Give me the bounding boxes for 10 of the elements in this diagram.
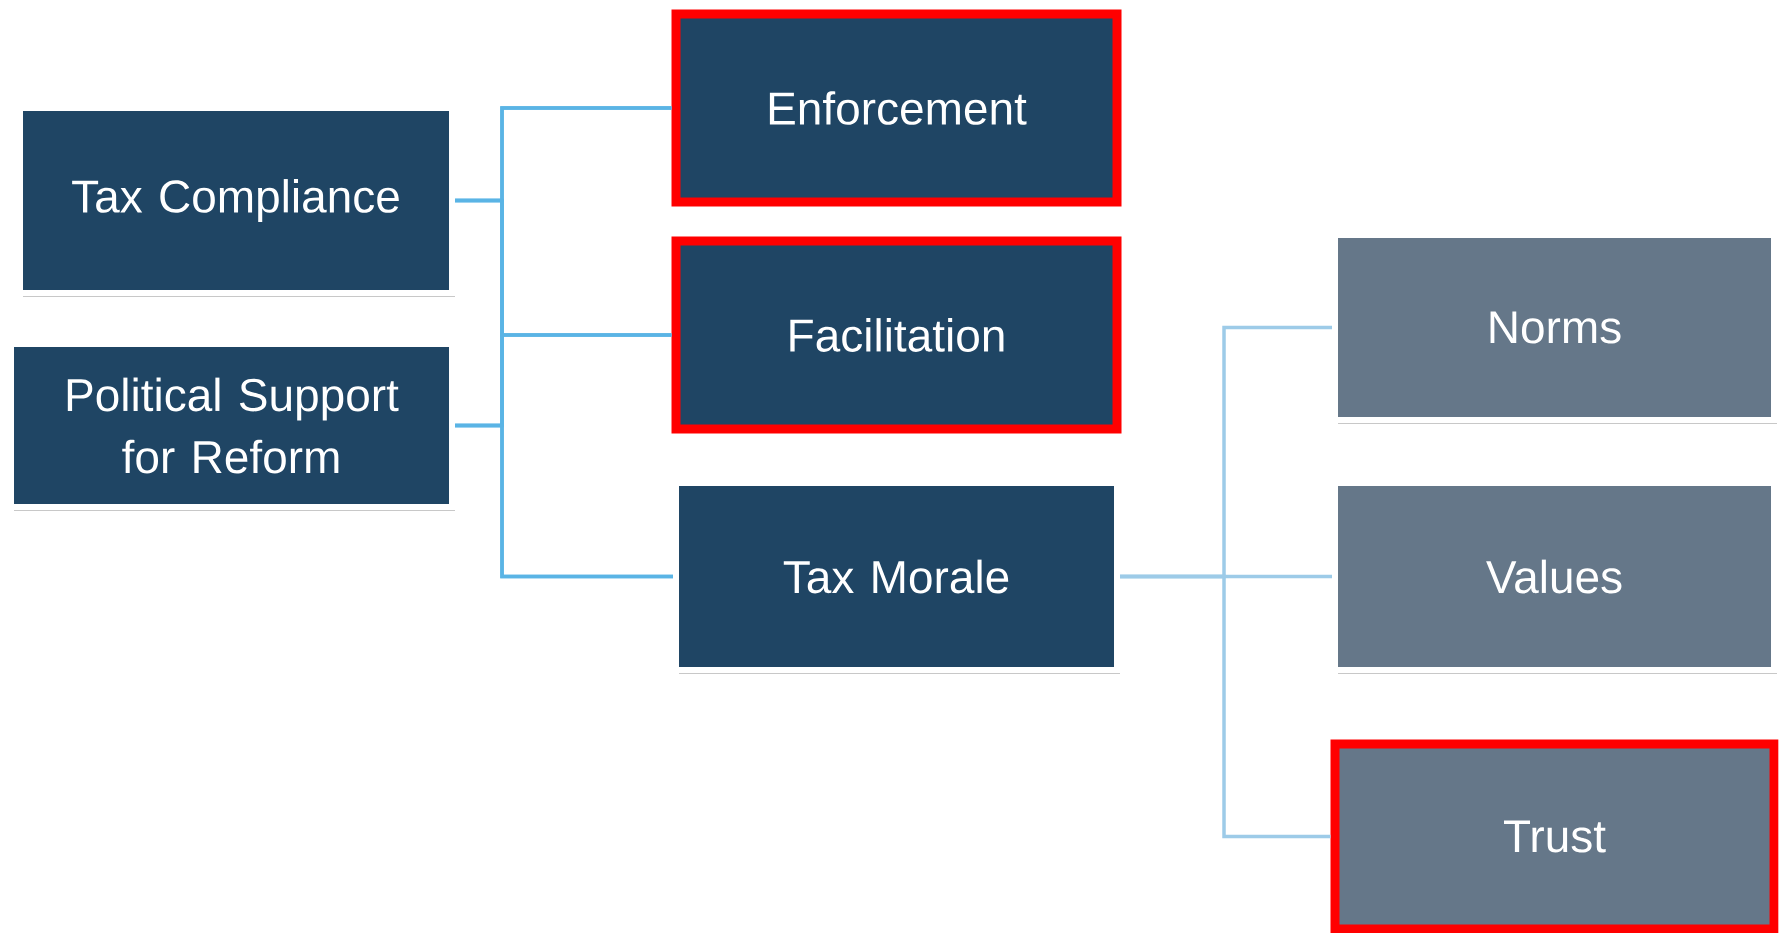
concept-box: Tax Morale — [673, 480, 1120, 673]
highlighted-box: Enforcement — [671, 9, 1122, 207]
concept-box: Political Support for Reform — [8, 341, 455, 510]
connector-line — [455, 423, 673, 579]
concept-box: Values — [1332, 480, 1777, 673]
concept-box: Tax Compliance — [17, 105, 455, 296]
concept-box: Norms — [1332, 232, 1777, 423]
highlighted-box: Facilitation — [671, 236, 1122, 434]
connector-line — [1120, 574, 1331, 839]
highlighted-box: Trust — [1330, 739, 1779, 933]
